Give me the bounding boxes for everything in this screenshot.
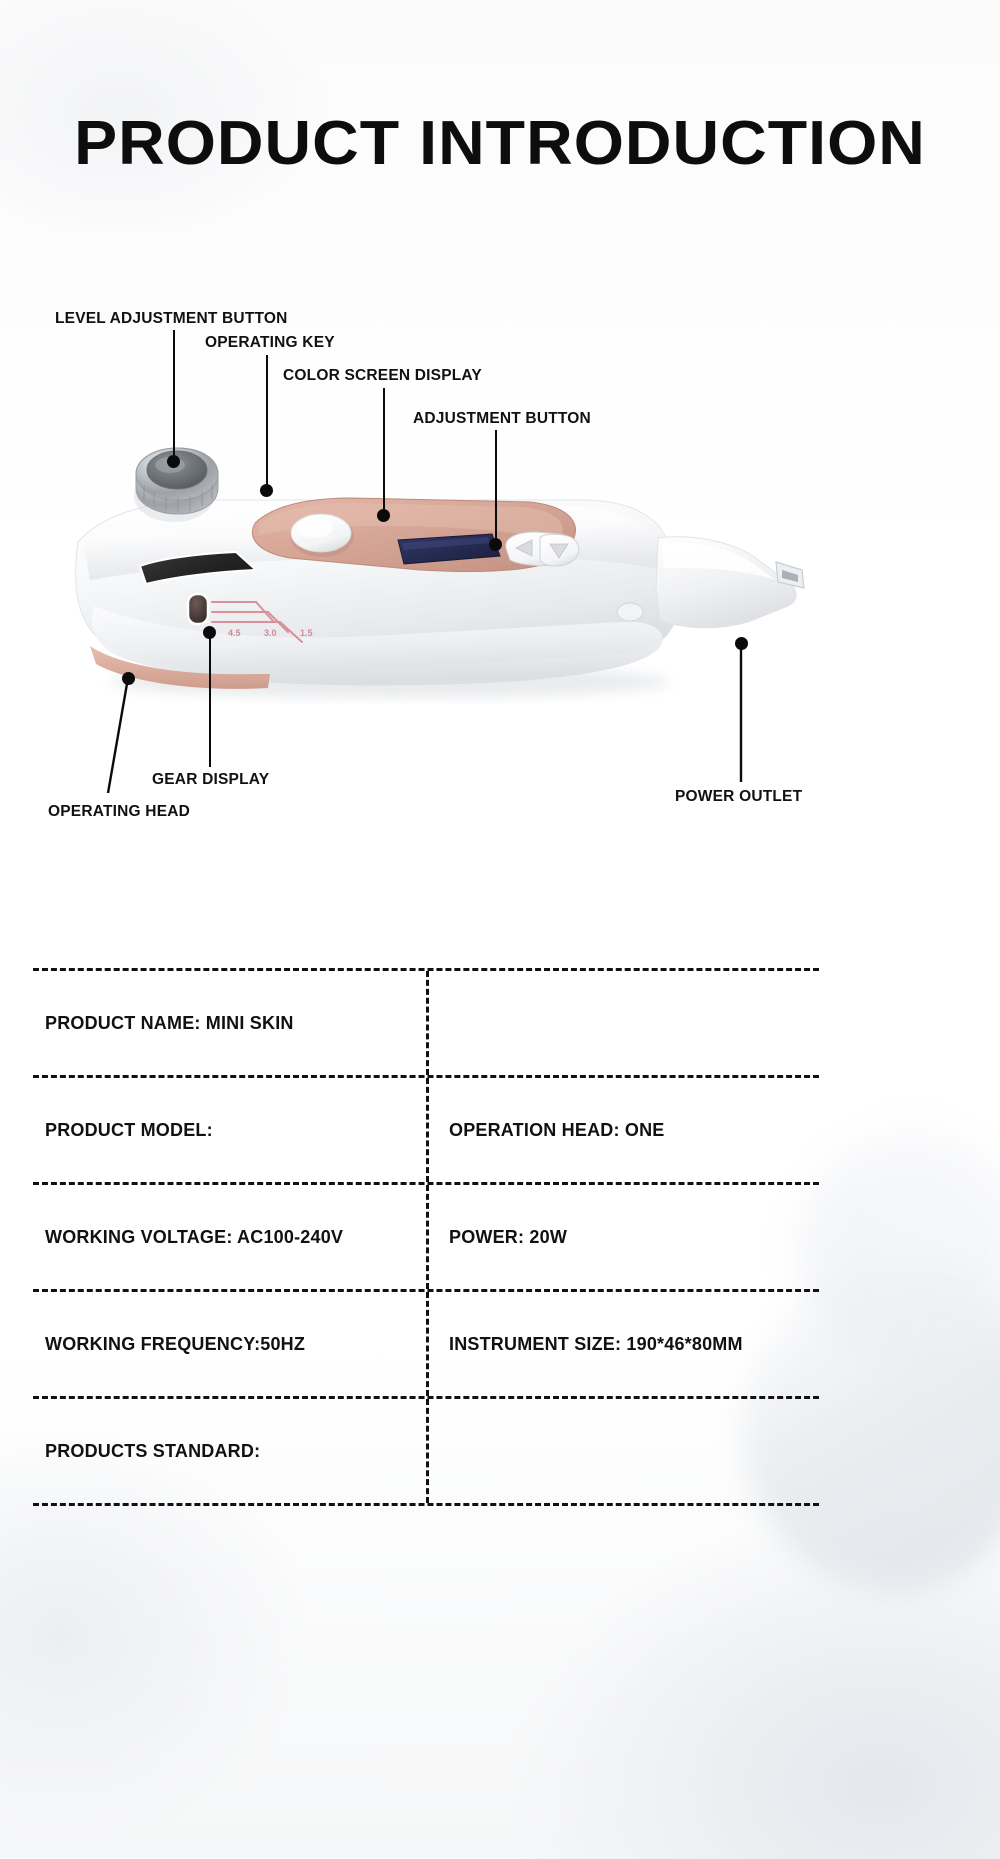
adjustment-button-up-triangle-icon — [515, 539, 533, 557]
adjustment-button-down-triangle-icon — [549, 543, 569, 559]
vent-grip-strip — [138, 550, 259, 586]
color-screen-gloss — [402, 537, 490, 550]
product-device-illustration: 4.5 3.0 1.5 — [60, 430, 850, 730]
spec-cell-left: PRODUCT NAME: MINI SKIN — [33, 971, 429, 1075]
table-row: WORKING FREQUENCY:50HZ INSTRUMENT SIZE: … — [33, 1289, 819, 1396]
table-row: PRODUCT NAME: MINI SKIN — [33, 968, 819, 1075]
leader-line-level-adjustment-button — [173, 330, 175, 461]
gear-indicator-lines — [211, 601, 303, 643]
leader-line-adjustment-button — [495, 430, 497, 543]
device-tail-highlight — [662, 542, 776, 580]
leader-dot-power-outlet — [735, 637, 748, 650]
table-row: PRODUCT MODEL: OPERATION HEAD: ONE — [33, 1075, 819, 1182]
color-screen-display — [397, 533, 501, 565]
spec-cell-right: INSTRUMENT SIZE: 190*46*80MM — [449, 1333, 743, 1354]
control-panel-highlight — [258, 503, 563, 542]
gear-display-window — [186, 592, 210, 626]
spec-cell-left: WORKING VOLTAGE: AC100-240V — [33, 1185, 429, 1289]
leader-dot-operating-key — [260, 484, 273, 497]
gear-mark-0: 4.5 — [228, 628, 241, 638]
leader-dot-adjustment-button — [489, 538, 502, 551]
callout-label-gear-display: GEAR DISPLAY — [152, 771, 270, 788]
background-blob-upper-right — [800, 1130, 1000, 1370]
spec-cell-right — [429, 1399, 819, 1503]
spec-cell-right: OPERATION HEAD: ONE — [449, 1119, 665, 1140]
leader-dot-operating-head — [122, 672, 135, 685]
specification-table: PRODUCT NAME: MINI SKIN PRODUCT MODEL: O… — [33, 968, 819, 1506]
callout-label-color-screen-display: COLOR SCREEN DISPLAY — [283, 367, 482, 384]
gear-display-marks: 4.5 3.0 1.5 — [228, 628, 313, 638]
side-control-button[interactable] — [616, 602, 644, 622]
table-row: PRODUCTS STANDARD: — [33, 1396, 819, 1506]
spec-cell-left: PRODUCT MODEL: — [33, 1078, 429, 1182]
callout-label-power-outlet: POWER OUTLET — [675, 788, 803, 805]
leader-line-operating-key — [266, 355, 268, 490]
leader-line-gear-display — [209, 632, 211, 767]
operating-head-band — [90, 646, 270, 689]
callout-label-operating-key: OPERATING KEY — [205, 334, 335, 351]
spec-cell-right — [429, 971, 819, 1075]
page-title: PRODUCT INTRODUCTION — [74, 109, 926, 178]
spec-cell-left: PRODUCTS STANDARD: — [33, 1399, 429, 1503]
operating-key-gloss — [297, 518, 333, 538]
leader-line-color-screen-display — [383, 388, 385, 514]
callout-label-level-adjustment-button: LEVEL ADJUSTMENT BUTTON — [55, 310, 288, 327]
gear-mark-2: 1.5 — [300, 628, 313, 638]
leader-dot-color-screen-display — [377, 509, 390, 522]
callout-label-operating-head: OPERATING HEAD — [48, 803, 191, 820]
spec-cell-left: WORKING FREQUENCY:50HZ — [33, 1292, 429, 1396]
gear-mark-1: 3.0 — [264, 628, 277, 638]
knob-knurling — [143, 485, 213, 512]
leader-dot-gear-display — [203, 626, 216, 639]
callout-label-adjustment-button: ADJUSTMENT BUTTON — [413, 410, 591, 427]
power-outlet-pin-icon — [782, 570, 798, 582]
device-body-lower — [92, 606, 663, 686]
leader-dot-level-adjustment-button — [167, 455, 180, 468]
table-row: WORKING VOLTAGE: AC100-240V POWER: 20W — [33, 1182, 819, 1289]
spec-cell-right: POWER: 20W — [449, 1226, 568, 1247]
